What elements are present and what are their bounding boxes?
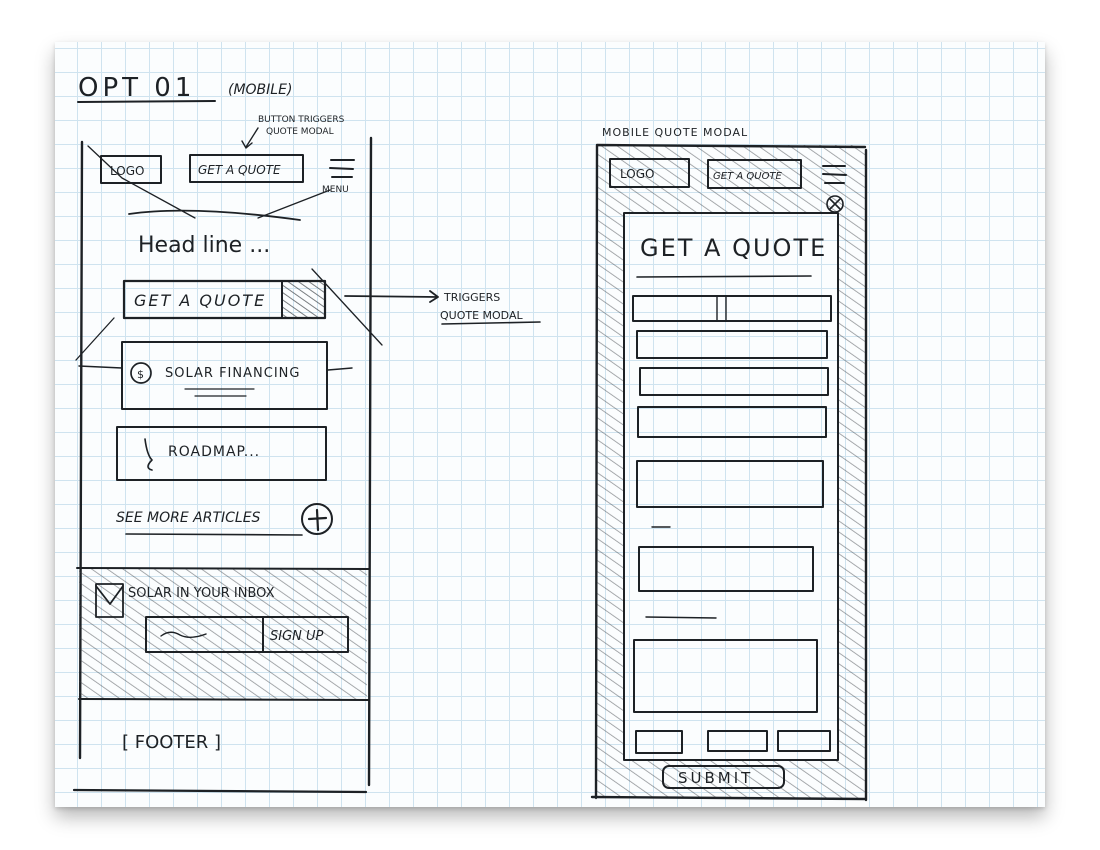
left-hamburger-icon[interactable] xyxy=(329,159,355,178)
left-get-quote-button[interactable] xyxy=(189,154,304,183)
annotation-button-1: BUTTON TRIGGERS xyxy=(258,115,345,125)
title-underline xyxy=(77,100,216,103)
footer-label: [ FOOTER ] xyxy=(122,732,221,753)
newsletter-section xyxy=(79,568,367,699)
form-field-select[interactable] xyxy=(638,546,814,592)
article-2-title: ROADMAP... xyxy=(168,444,260,460)
logo-leader-line xyxy=(87,145,196,219)
newsletter-title: SOLAR IN YOUR INBOX xyxy=(128,586,275,601)
cta-get-quote-button[interactable] xyxy=(122,279,327,320)
field-label-placeholder-2 xyxy=(645,616,717,619)
right-screen-title: MOBILE QUOTE MODAL xyxy=(602,126,748,139)
form-option-2[interactable] xyxy=(707,730,768,752)
form-option-3[interactable] xyxy=(777,730,831,752)
right-hamburger-icon xyxy=(822,165,847,184)
dollar-icon xyxy=(130,362,152,384)
annotation-button-2: QUOTE MODAL xyxy=(266,127,334,137)
cta-leader-line xyxy=(311,268,383,346)
cta-get-quote-label: GET A QUOTE xyxy=(134,291,266,310)
annotation-quote-modal: QUOTE MODAL xyxy=(440,309,523,322)
menu-label: MENU xyxy=(322,185,349,195)
newsletter-input-placeholder xyxy=(160,631,207,638)
form-field-message[interactable] xyxy=(633,639,818,713)
right-logo: LOGO xyxy=(620,167,654,181)
submit-label: SUBMIT xyxy=(678,769,753,787)
newsletter-email-input[interactable] xyxy=(145,616,349,653)
right-get-quote-label: GET A QUOTE xyxy=(713,171,783,182)
form-field-name[interactable] xyxy=(632,295,832,322)
triggers-arrow-icon xyxy=(344,290,439,303)
quote-modal xyxy=(623,212,839,761)
header-divider xyxy=(128,209,301,221)
menu-leader-line xyxy=(257,189,331,219)
article-1-title: SOLAR FINANCING xyxy=(165,366,300,381)
modal-heading: GET A QUOTE xyxy=(640,234,827,262)
right-get-quote-button xyxy=(707,159,802,189)
page-title: OPT 01 xyxy=(78,73,195,103)
article-card-solar-financing[interactable] xyxy=(121,341,328,410)
right-phone-frame xyxy=(590,143,868,802)
form-field-phone[interactable] xyxy=(639,367,829,396)
form-option-1[interactable] xyxy=(635,730,683,754)
form-field-details[interactable] xyxy=(636,460,824,508)
page-subtitle: (MOBILE) xyxy=(228,82,292,98)
see-more-articles-link[interactable]: SEE MORE ARTICLES xyxy=(116,510,261,526)
article-1-icon-glyph: $ xyxy=(137,368,144,381)
article-card-roadmap[interactable] xyxy=(116,426,327,481)
cta-hatch xyxy=(282,281,325,318)
submit-button[interactable] xyxy=(662,765,785,789)
form-field-email[interactable] xyxy=(636,330,828,359)
roadmap-icon xyxy=(144,438,153,471)
annotation-arrow-icon xyxy=(241,127,259,149)
form-field-address[interactable] xyxy=(637,406,827,438)
cta-leader-line-left xyxy=(75,317,115,361)
signup-button[interactable]: SIGN UP xyxy=(270,629,324,644)
right-logo-box xyxy=(609,158,690,188)
plus-icon[interactable] xyxy=(301,503,333,535)
mail-icon xyxy=(95,583,124,618)
left-get-quote-label: GET A QUOTE xyxy=(198,163,281,177)
headline: Head line ... xyxy=(138,233,270,258)
annotation-triggers: TRIGGERS xyxy=(443,291,500,304)
